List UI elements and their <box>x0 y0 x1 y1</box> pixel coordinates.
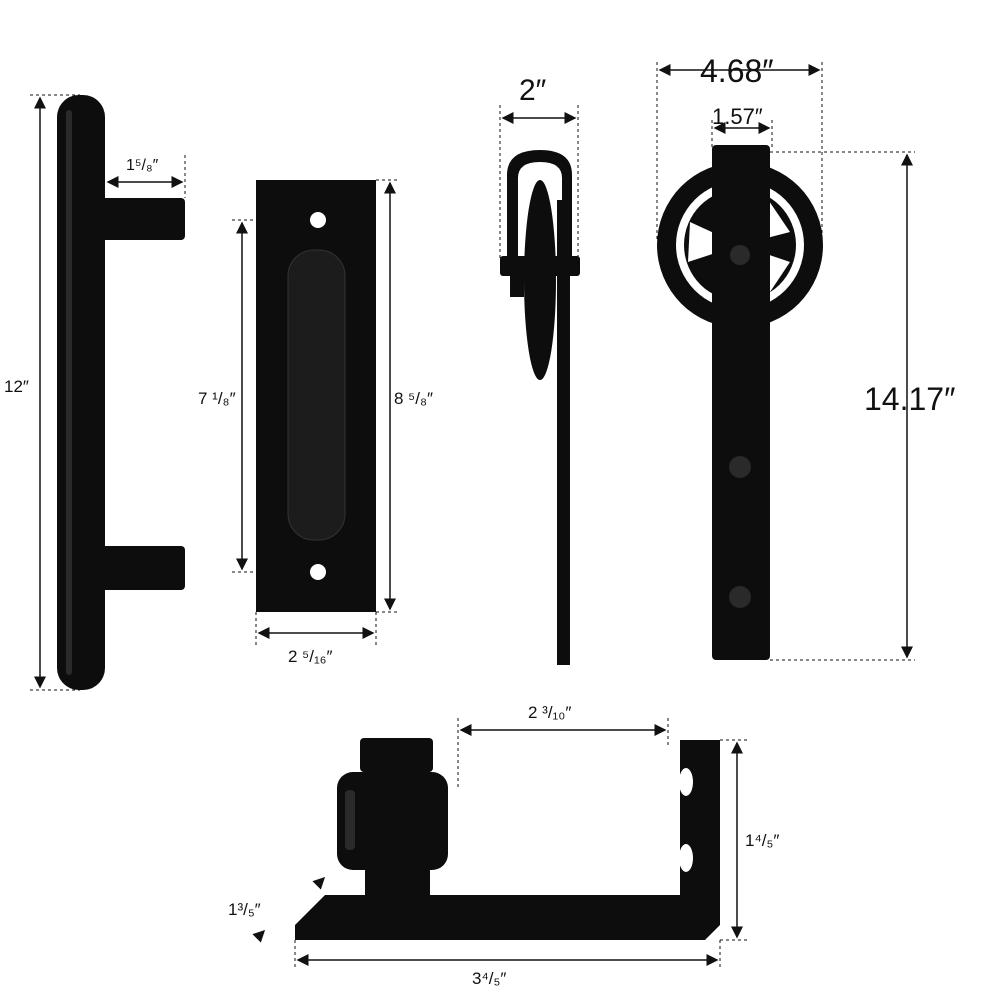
floor-guide-dimensions <box>252 718 748 970</box>
roller-gap-label: 2 ³/₁₀″ <box>528 703 571 722</box>
hanger-height-label: 14.17″ <box>864 381 955 417</box>
screw-hole <box>310 212 326 228</box>
plate-width-label: 2 ⁵/₁₆″ <box>288 647 333 666</box>
hanger-front-dimensions <box>656 62 915 661</box>
plate-hole-spacing-label: 7 ¹/₈″ <box>198 389 236 408</box>
hanger-side-width-label: 2″ <box>519 74 547 107</box>
base-width-label: 1³/₅″ <box>228 900 261 919</box>
strap-width-label: 1.57″ <box>712 104 763 129</box>
hanger-side-dimensions <box>499 105 579 258</box>
handle-dimensions <box>30 94 186 691</box>
bolt <box>729 456 751 478</box>
screw-hole <box>310 564 326 580</box>
bolt <box>730 245 750 265</box>
hanger-front-view <box>657 145 823 660</box>
plate-dimensions <box>232 179 400 645</box>
floor-guide <box>295 738 720 940</box>
handle-length-label: 12″ <box>4 377 29 396</box>
bolt <box>729 586 751 608</box>
pull-plate <box>256 180 376 612</box>
handle-bar <box>57 95 185 690</box>
guide-length-label: 3⁴/₅″ <box>472 969 506 988</box>
wheel-diameter-label: 4.68″ <box>700 53 774 89</box>
handle-post-depth-label: 1⁵/₈″ <box>126 157 159 174</box>
plate-height-label: 8 ⁵/₈″ <box>394 389 433 408</box>
hanger-side-view <box>500 150 580 665</box>
upright-height-label: 1⁴/₅″ <box>745 831 779 850</box>
